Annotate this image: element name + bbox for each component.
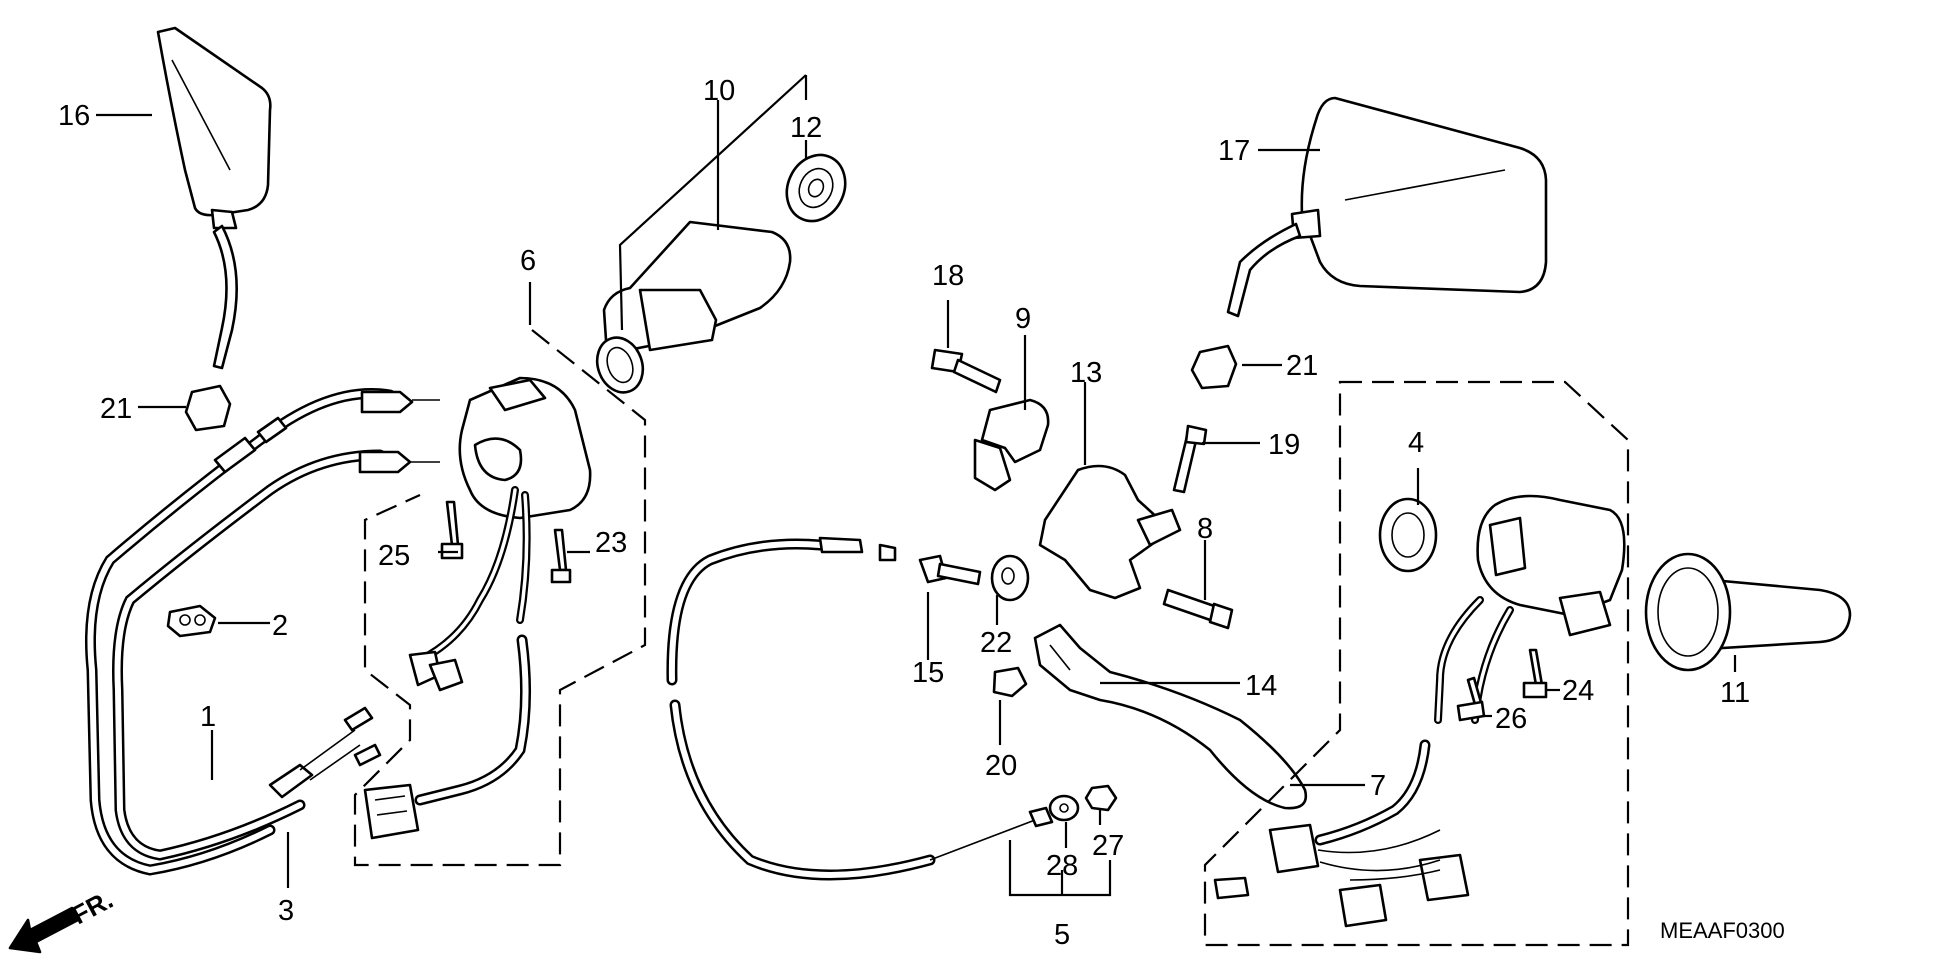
callout-18: 18 [932, 260, 964, 292]
callout-9: 9 [1015, 303, 1031, 335]
group-frame-7 [1203, 380, 1630, 947]
nut-20 [992, 666, 1028, 698]
callout-1: 1 [200, 701, 216, 733]
callout-15: 15 [912, 657, 944, 689]
callout-17: 17 [1218, 135, 1250, 167]
group-frame-5 [1008, 840, 1112, 897]
callout-28: 28 [1046, 850, 1078, 882]
left-grip [1644, 552, 1852, 672]
nut-28 [1048, 794, 1080, 822]
screw-23 [550, 528, 572, 584]
right-mirror [1226, 96, 1548, 318]
bolt-19 [1172, 424, 1208, 494]
callout-6: 6 [520, 245, 536, 277]
callout-14: 14 [1245, 670, 1277, 702]
callout-19: 19 [1268, 429, 1300, 461]
screw-25 [440, 500, 464, 560]
cable-clamp [166, 604, 217, 638]
front-direction-label: FR. [67, 884, 118, 930]
grip-end-weight [785, 153, 847, 223]
front-direction-arrow: FR. [8, 884, 118, 954]
left-mirror [156, 26, 272, 370]
callout-3: 3 [278, 895, 294, 927]
bolt-18 [930, 348, 1002, 394]
callout-21-left: 21 [100, 393, 132, 425]
bolt-15 [918, 554, 982, 586]
pivot-bolt-8 [1162, 588, 1234, 630]
callout-7: 7 [1370, 770, 1386, 802]
callout-26: 26 [1495, 703, 1527, 735]
callout-4: 4 [1408, 427, 1424, 459]
throttle-cables [85, 387, 440, 876]
callout-27: 27 [1092, 830, 1124, 862]
callout-16: 16 [58, 100, 90, 132]
callout-22: 22 [980, 627, 1012, 659]
callout-8: 8 [1197, 513, 1213, 545]
callout-12: 12 [790, 112, 822, 144]
callout-11: 11 [1720, 677, 1750, 709]
screw-24 [1522, 648, 1548, 699]
callout-24: 24 [1562, 675, 1594, 707]
diagram-code: MEAAF0300 [1660, 918, 1785, 943]
callout-5: 5 [1054, 919, 1070, 951]
callout-labels: 1 2 3 4 5 6 7 8 9 10 11 12 13 14 15 16 1… [58, 75, 1750, 951]
throttle-grip [595, 220, 792, 394]
callout-23: 23 [595, 527, 627, 559]
leader-lines [96, 100, 1737, 895]
clutch-cable [666, 536, 1054, 881]
callout-20: 20 [985, 750, 1017, 782]
dust-seal-4 [1378, 497, 1438, 573]
mirror-nut-right [1190, 344, 1238, 390]
callout-10: 10 [703, 75, 735, 107]
callout-13: 13 [1070, 357, 1102, 389]
left-switch-housing [1213, 494, 1626, 928]
callout-21-right: 21 [1286, 350, 1318, 382]
lever-bracket [1038, 464, 1182, 600]
adjuster-nut-22 [990, 554, 1030, 602]
holder-clamp [973, 398, 1050, 492]
clutch-lever [1033, 623, 1308, 810]
callout-25: 25 [378, 540, 410, 572]
mirror-nut-left [184, 384, 232, 432]
right-switch-housing [363, 376, 592, 840]
group-frame-6 [353, 329, 647, 867]
nut-27 [1084, 784, 1118, 812]
group-frame-10 [618, 74, 808, 331]
callout-2: 2 [272, 610, 288, 642]
